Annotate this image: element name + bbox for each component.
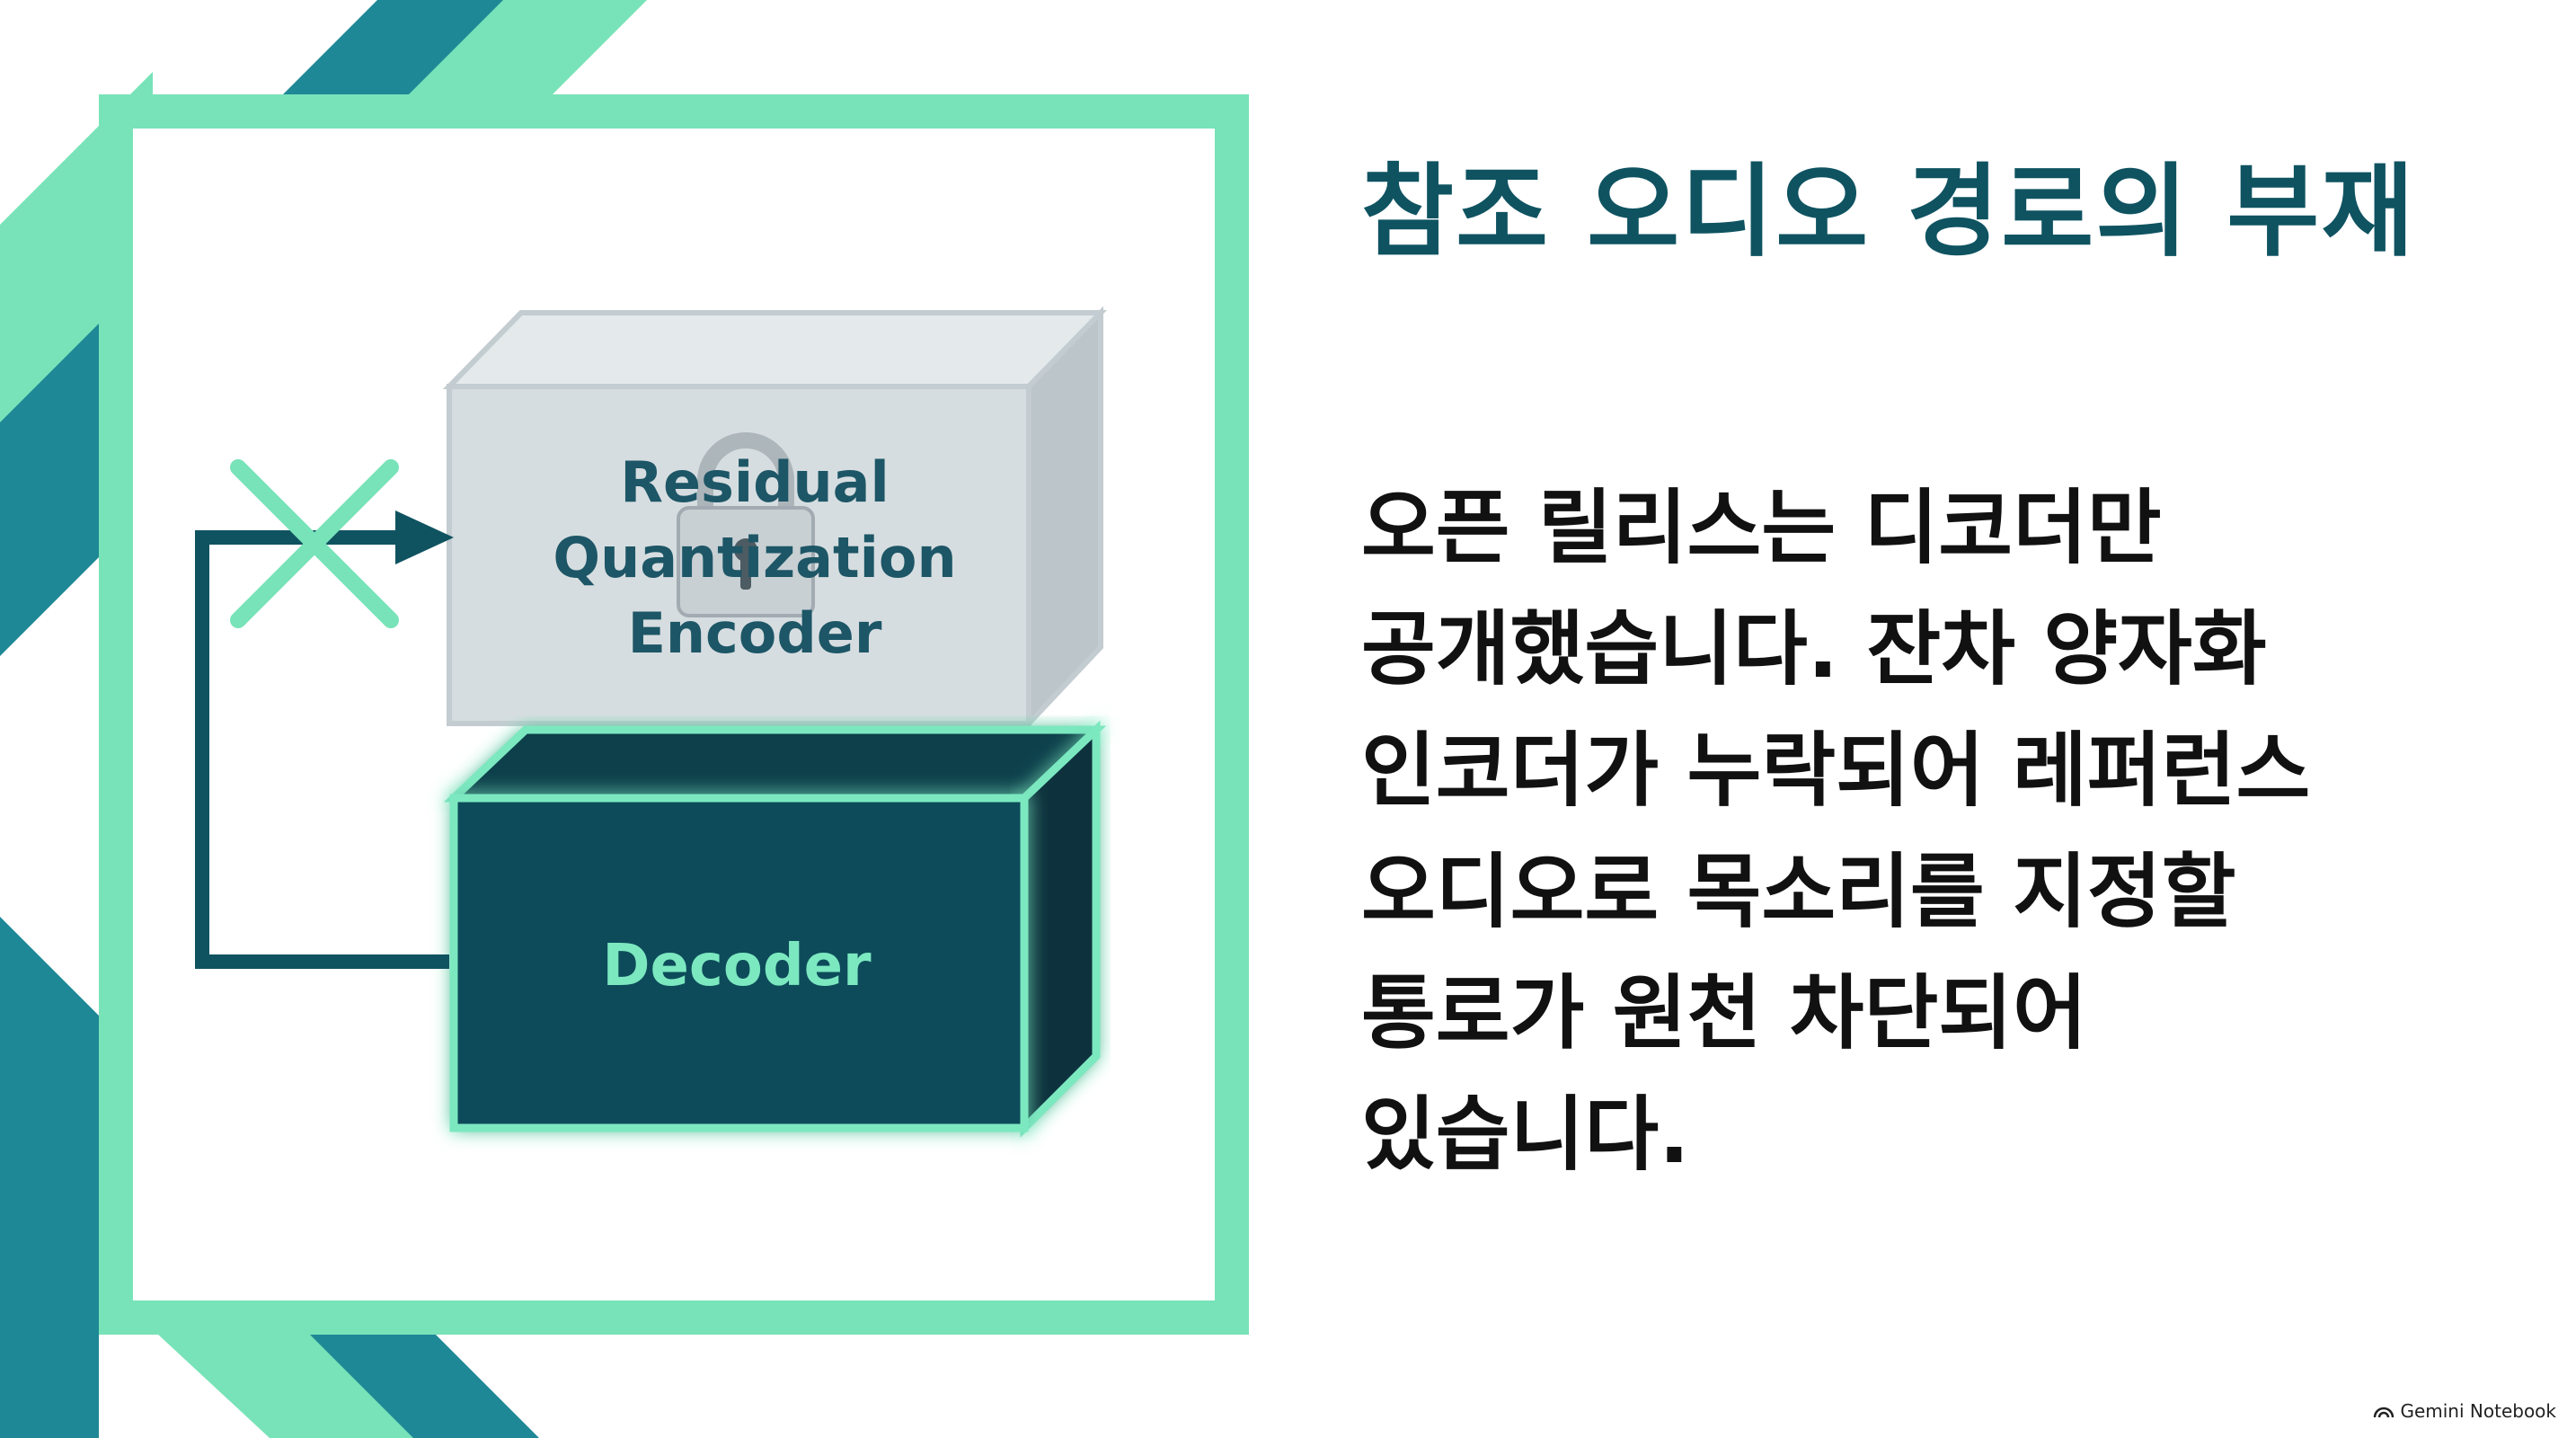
decoder-box-top	[443, 725, 1107, 803]
decoder-box	[443, 720, 1107, 1138]
encoder-label-line-3: Encoder	[627, 600, 882, 666]
slide-title: 참조 오디오 경로의 부재	[1361, 154, 2416, 271]
decoder-label: Decoder	[602, 933, 872, 999]
body-line-2: 공개했습니다. 잔차 양자화	[1361, 602, 2267, 697]
encoder-label: Residual Quantization Encoder	[539, 445, 970, 671]
decoder-box-front	[449, 794, 1029, 1132]
encoder-box	[442, 306, 1108, 731]
body-line-4: 오디오로 목소리를 지정할	[1361, 845, 2236, 939]
watermark: Gemini Notebook	[2373, 1400, 2556, 1422]
reference-audio-path	[195, 530, 449, 969]
body-line-5: 통로가 원천 차단되어	[1361, 966, 2087, 1061]
deco-stripe-bottom-teal	[297, 1321, 539, 1438]
encoder-box-top	[442, 310, 1108, 389]
deco-stripe-left-teal	[0, 324, 99, 656]
body-line-3: 인코더가 누락되어 레퍼런스	[1361, 723, 2311, 818]
path-arrowhead	[395, 510, 454, 564]
decoder-box-side	[1020, 720, 1101, 1138]
watermark-text: Gemini Notebook	[2400, 1400, 2556, 1422]
blocked-x-icon	[230, 459, 399, 628]
encoder-label-line-2: Quantization	[553, 525, 957, 590]
body-line-6: 있습니다.	[1361, 1087, 1690, 1182]
body-line-1: 오픈 릴리스는 디코더만	[1361, 481, 2162, 575]
deco-stripe-bottom-left-teal	[0, 917, 99, 1438]
encoder-box-side	[1026, 306, 1103, 731]
slide-body: 오픈 릴리스는 디코더만 공개했습니다. 잔차 양자화 인코더가 누락되어 레퍼…	[1361, 467, 2529, 1195]
padlock-icon	[677, 432, 815, 617]
notebook-logo-icon	[2374, 1407, 2395, 1418]
encoder-label-line-1: Residual	[620, 449, 890, 515]
